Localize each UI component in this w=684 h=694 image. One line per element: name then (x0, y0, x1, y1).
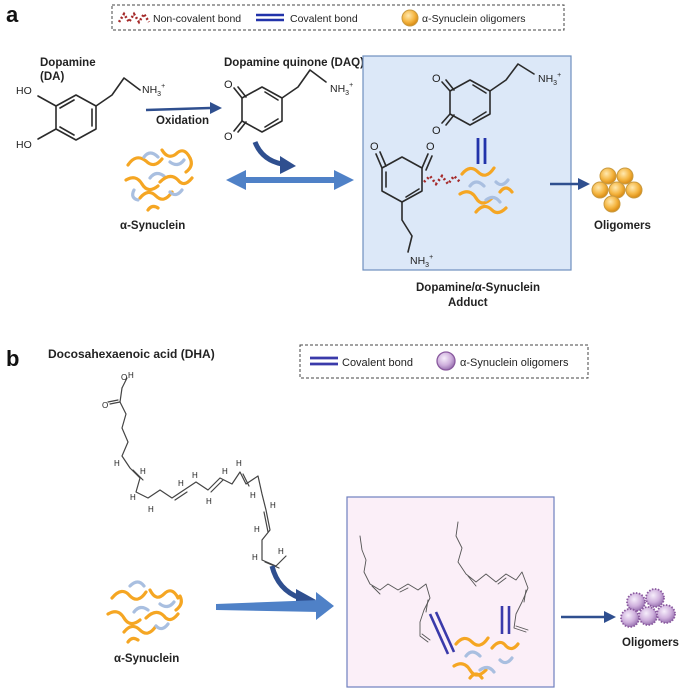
arrow-to-oligomers-a (550, 178, 590, 190)
non-covalent-bond-a (423, 173, 461, 187)
adduct-o-1: O (432, 73, 441, 85)
dha-h-14: H (252, 553, 258, 562)
dha-h-7: H (192, 471, 198, 480)
oligomers-label-b: Oligomers (622, 637, 679, 649)
covalent-bond-icon-b (310, 356, 338, 366)
dha-h-8: H (206, 497, 212, 506)
covalent-bond-b-1 (428, 613, 450, 655)
ho-bottom-label: HO (16, 139, 32, 151)
curved-arrow-a (252, 140, 296, 174)
non-covalent-bond-icon (117, 11, 151, 25)
adduct-o-3: O (370, 141, 379, 153)
panel-b-label: b (6, 346, 19, 371)
adduct-label-1: Dopamine/α-Synuclein (416, 282, 540, 294)
daq-o-bottom: O (224, 131, 233, 143)
oxidation-label: Oxidation (156, 115, 209, 127)
double-arrow-a (226, 170, 354, 190)
dha-h-5: H (148, 505, 154, 514)
dha-structure: O H O H H H H H H H H H H H H H H (102, 371, 287, 569)
adduct-box: O O NH3+ O O NH3+ (362, 55, 572, 271)
panel-b-legend: Covalent bond α-Synuclein oligomers (299, 344, 589, 379)
dha-h-10: H (236, 459, 242, 468)
oligomer-cluster-a (591, 167, 643, 213)
ho-top-label: HO (16, 85, 32, 97)
covalent-bond-label: Covalent bond (290, 13, 358, 25)
dha-h-15: H (278, 547, 284, 556)
dha-h-1: H (128, 371, 134, 380)
nh3-label-daq: NH3+ (330, 82, 353, 97)
adduct-o-4: O (426, 141, 435, 153)
dopamine-structure: HO HO NH3+ (16, 77, 165, 151)
panel-a-legend: Non-covalent bond Covalent bond α-Synucl… (111, 4, 565, 31)
oligomer-legend-label-b: α-Synuclein oligomers (460, 357, 569, 369)
adduct-o-2: O (432, 125, 441, 137)
synuclein-in-box-a (458, 166, 514, 215)
dha-title: Docosahexaenoic acid (DHA) (48, 347, 215, 361)
daq-structure: O O NH3+ (224, 69, 353, 143)
dha-h-2: H (114, 459, 120, 468)
dopamine-abbr: (DA) (40, 71, 64, 83)
nh3-label-da: NH3+ (142, 83, 165, 98)
dha-h-9: H (222, 467, 228, 476)
daq-title: Dopamine quinone (DAQ) (224, 57, 364, 69)
non-covalent-bond-label: Non-covalent bond (153, 13, 241, 25)
covalent-bond-icon (256, 13, 284, 22)
oligomer-legend-icon (401, 9, 419, 27)
dha-h-4: H (130, 493, 136, 502)
dha-h-3: H (140, 467, 146, 476)
dha-h-13: H (254, 525, 260, 534)
dha-o-2: O (102, 401, 108, 410)
synuclein-cluster-a (124, 148, 194, 212)
daq-o-top: O (224, 79, 233, 91)
arrow-to-oligomers-b (561, 611, 616, 623)
nh3-label-adduct-bottom: NH3+ (410, 254, 433, 269)
synuclein-in-box-b (452, 636, 520, 680)
dopamine-title: Dopamine (40, 57, 96, 69)
synuclein-label-b: α-Synuclein (114, 653, 179, 665)
oxidation-arrow (145, 102, 222, 114)
covalent-bond-label-b: Covalent bond (342, 357, 413, 369)
synuclein-cluster-b (106, 580, 183, 644)
dha-h-11: H (250, 491, 256, 500)
dha-h-6: H (178, 479, 184, 488)
nh3-label-adduct-top: NH3+ (538, 72, 561, 87)
oligomers-label-a: Oligomers (594, 220, 651, 232)
oligomer-cluster-b (620, 588, 676, 628)
long-arrow-b (216, 592, 334, 620)
oligomer-legend-label: α-Synuclein oligomers (422, 13, 526, 25)
adduct-label-2: Adduct (448, 297, 488, 309)
dha-o-1: O (121, 373, 127, 382)
adduct-box-b (346, 496, 555, 688)
panel-a-label: a (6, 2, 19, 27)
synuclein-label-a: α-Synuclein (120, 220, 185, 232)
dha-h-12: H (270, 501, 276, 510)
oligomer-legend-icon-b (436, 351, 456, 371)
